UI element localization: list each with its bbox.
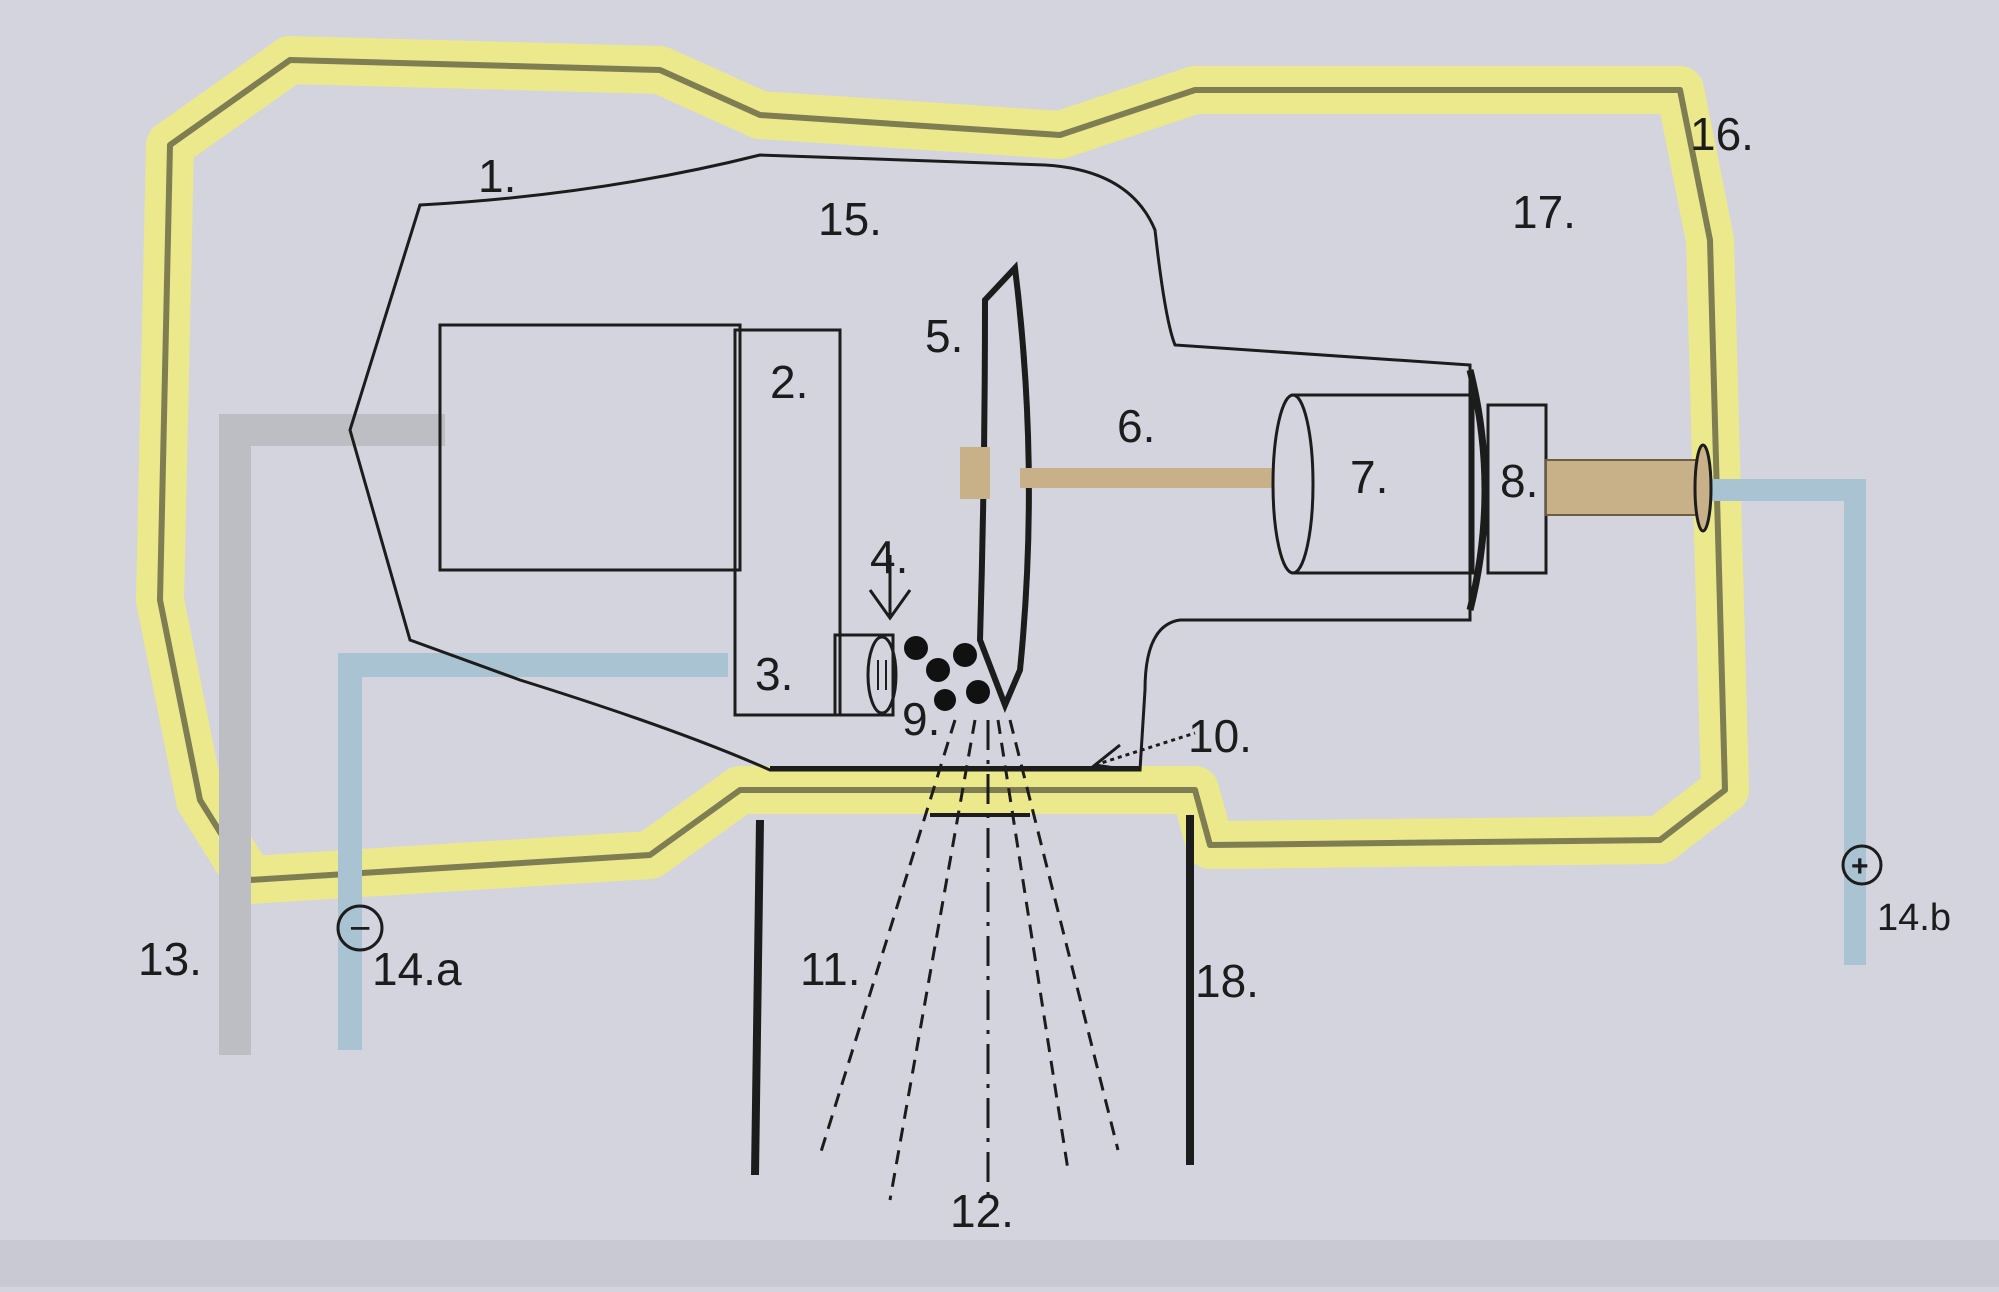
minus-terminal: − <box>336 904 384 952</box>
electron-cloud <box>904 636 990 711</box>
label-12: 12. <box>950 1185 1014 1237</box>
label-6: 6. <box>1117 400 1155 452</box>
plus-terminal: + <box>1841 844 1883 886</box>
label-4: 4. <box>870 531 908 583</box>
page-bottom-shade <box>0 1240 1999 1287</box>
label-7: 7. <box>1350 451 1388 503</box>
highlight-housing-outline <box>136 36 1749 904</box>
anode-stem-rod <box>1020 468 1285 488</box>
minus-sign: − <box>349 908 371 950</box>
blue-anode-wire <box>1705 479 1866 965</box>
label-14a: 14.a <box>372 943 462 995</box>
cathode-focusing-cup <box>733 328 842 717</box>
anode-stem-stub <box>960 447 990 499</box>
label-10: 10. <box>1188 710 1252 762</box>
label-5: 5. <box>925 310 963 362</box>
anode-disk <box>976 261 1032 713</box>
collimator-housing <box>751 815 1194 1176</box>
label-1: 1. <box>478 150 516 202</box>
label-8: 8. <box>1500 455 1538 507</box>
label-18: 18. <box>1195 955 1259 1007</box>
label-17: 17. <box>1512 186 1576 238</box>
label-9: 9. <box>902 693 940 745</box>
rotor <box>1271 393 1475 575</box>
label-14b: 14.b <box>1877 897 1951 939</box>
label-3: 3. <box>755 648 793 700</box>
gray-supply-wire <box>219 414 445 1055</box>
label-13: 13. <box>138 933 202 985</box>
cathode-block <box>438 323 742 572</box>
plus-sign: + <box>1851 850 1869 883</box>
xray-beam <box>818 719 1120 1201</box>
arrow-down-icon <box>868 555 912 621</box>
label-15: 15. <box>818 193 882 245</box>
label-16: 16. <box>1690 108 1754 160</box>
blue-cathode-wire <box>338 653 728 1050</box>
window-pointer <box>1091 731 1196 772</box>
label-11: 11. <box>800 943 861 995</box>
stator-bearing <box>1466 369 1713 611</box>
glass-envelope <box>348 153 1472 772</box>
label-2: 2. <box>770 356 808 408</box>
filament <box>833 633 898 717</box>
